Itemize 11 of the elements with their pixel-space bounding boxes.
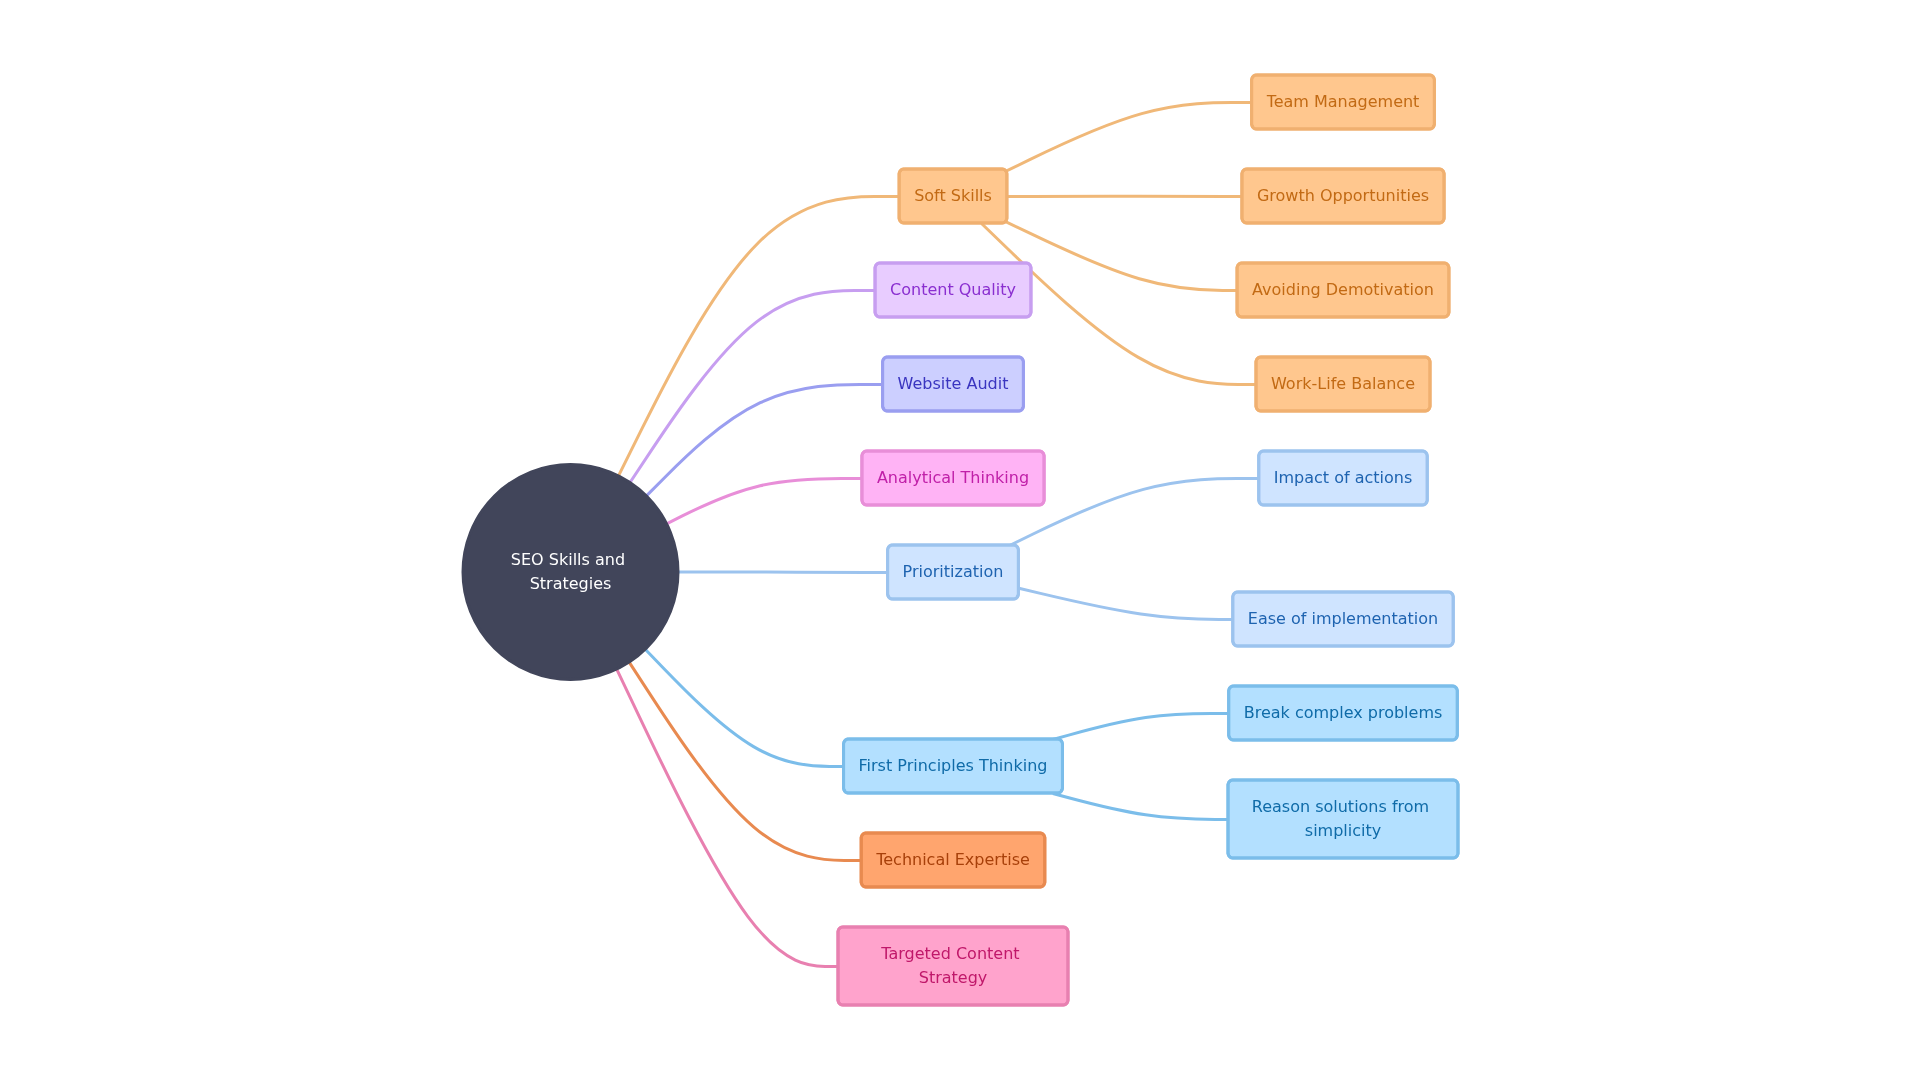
node-circle: SEO Skills and Strategies: [461, 463, 679, 681]
connector: [665, 476, 862, 526]
connector: [1004, 100, 1252, 173]
connector: [1008, 476, 1259, 547]
connector: [643, 648, 844, 768]
connector: [644, 382, 883, 497]
connector: [1018, 586, 1233, 621]
connector: [979, 222, 1256, 386]
connector: [677, 570, 888, 574]
connector: [1006, 194, 1242, 198]
connector: [614, 668, 838, 968]
